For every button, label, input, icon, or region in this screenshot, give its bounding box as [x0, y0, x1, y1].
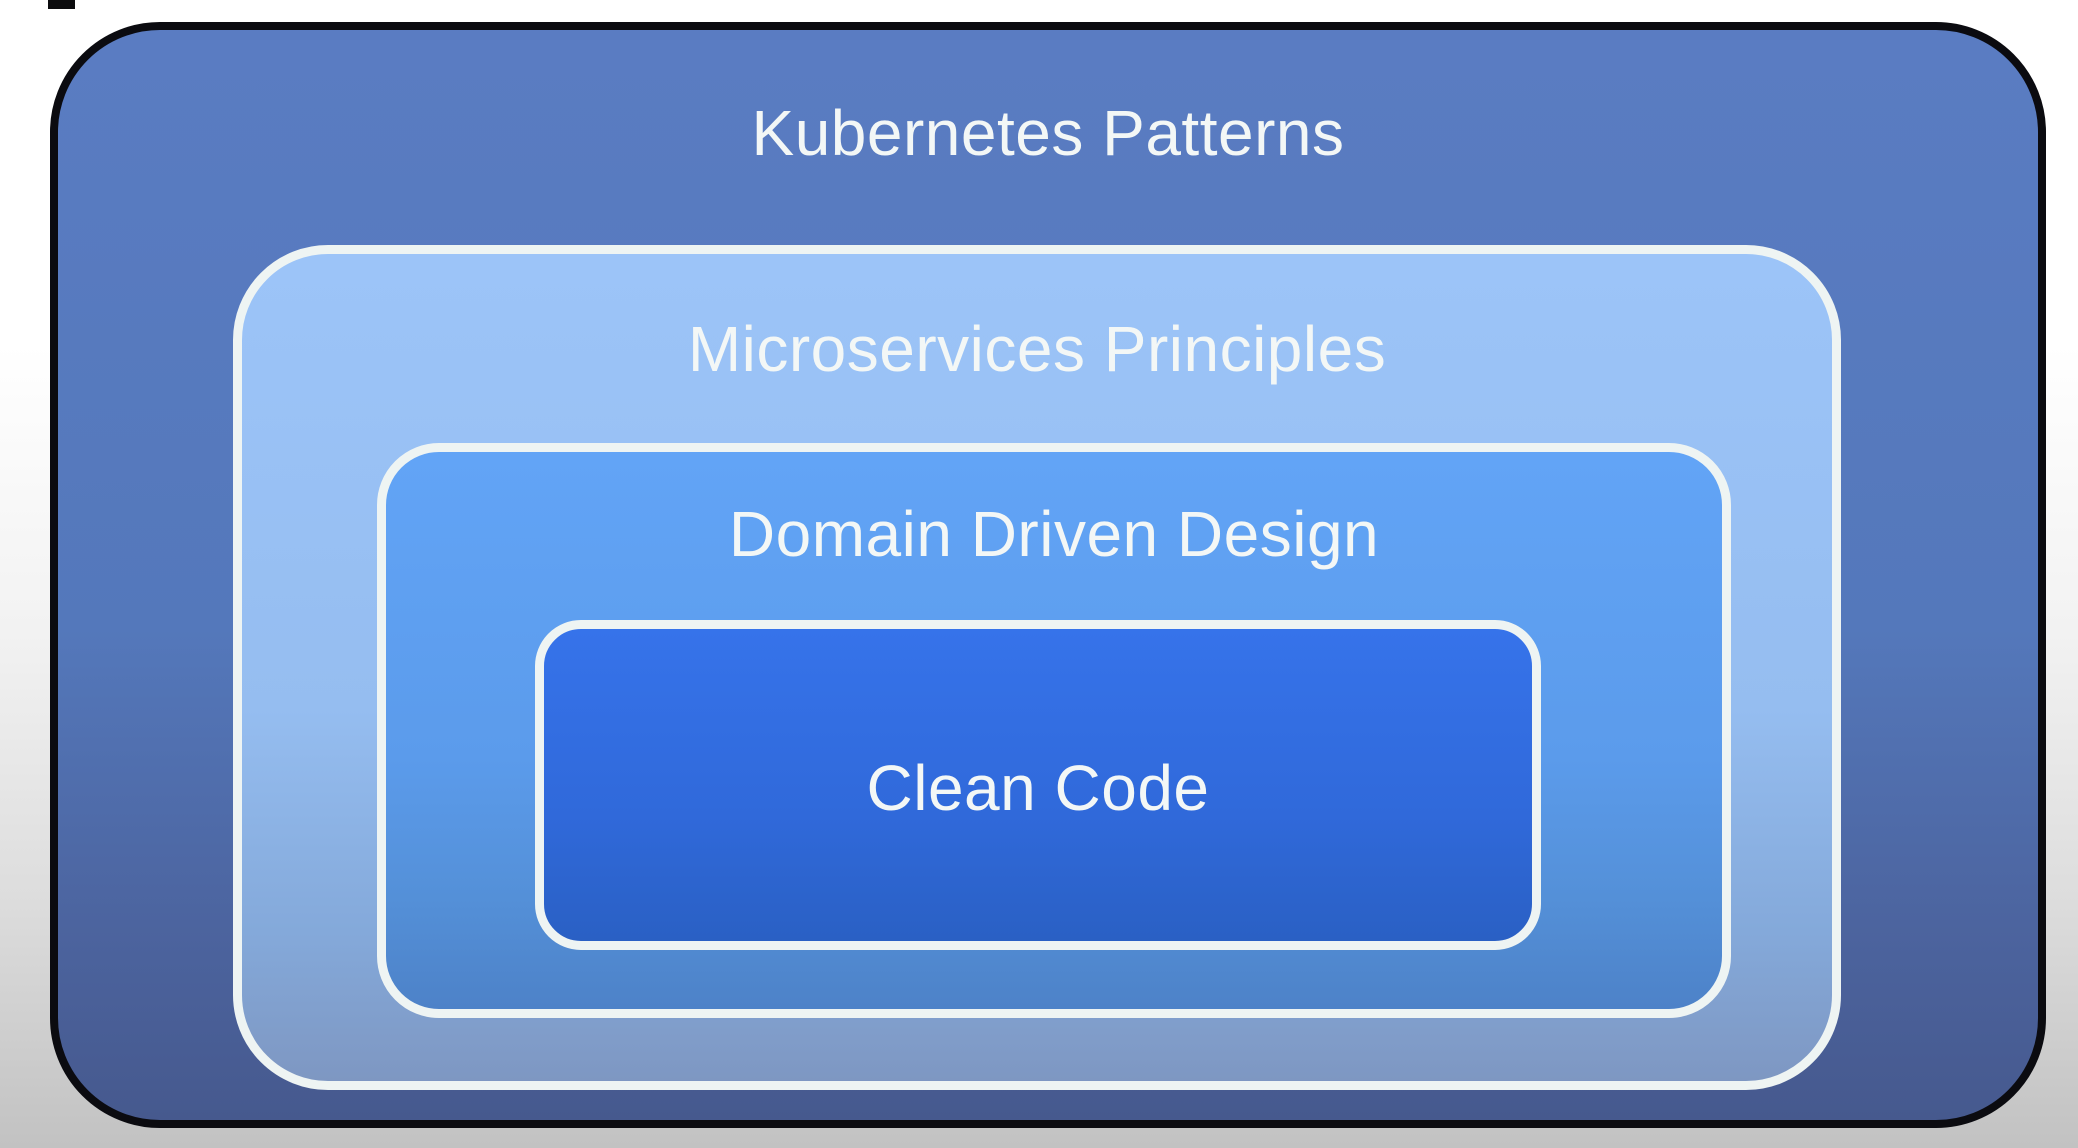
- cropped-text-fragment: [48, 0, 75, 9]
- layer-clean-code-label: Clean Code: [866, 752, 1210, 824]
- layer-microservices-principles-label: Microservices Principles: [687, 313, 1387, 385]
- layer-kubernetes-patterns: Kubernetes Patterns Microservices Princi…: [50, 22, 2046, 1128]
- layer-domain-driven-design-label: Domain Driven Design: [728, 498, 1380, 570]
- layer-kubernetes-patterns-label: Kubernetes Patterns: [751, 97, 1345, 169]
- layer-domain-driven-design: Domain Driven Design Clean Code: [377, 443, 1731, 1018]
- layer-microservices-principles: Microservices Principles Domain Driven D…: [233, 245, 1841, 1090]
- layer-clean-code: Clean Code: [535, 620, 1541, 950]
